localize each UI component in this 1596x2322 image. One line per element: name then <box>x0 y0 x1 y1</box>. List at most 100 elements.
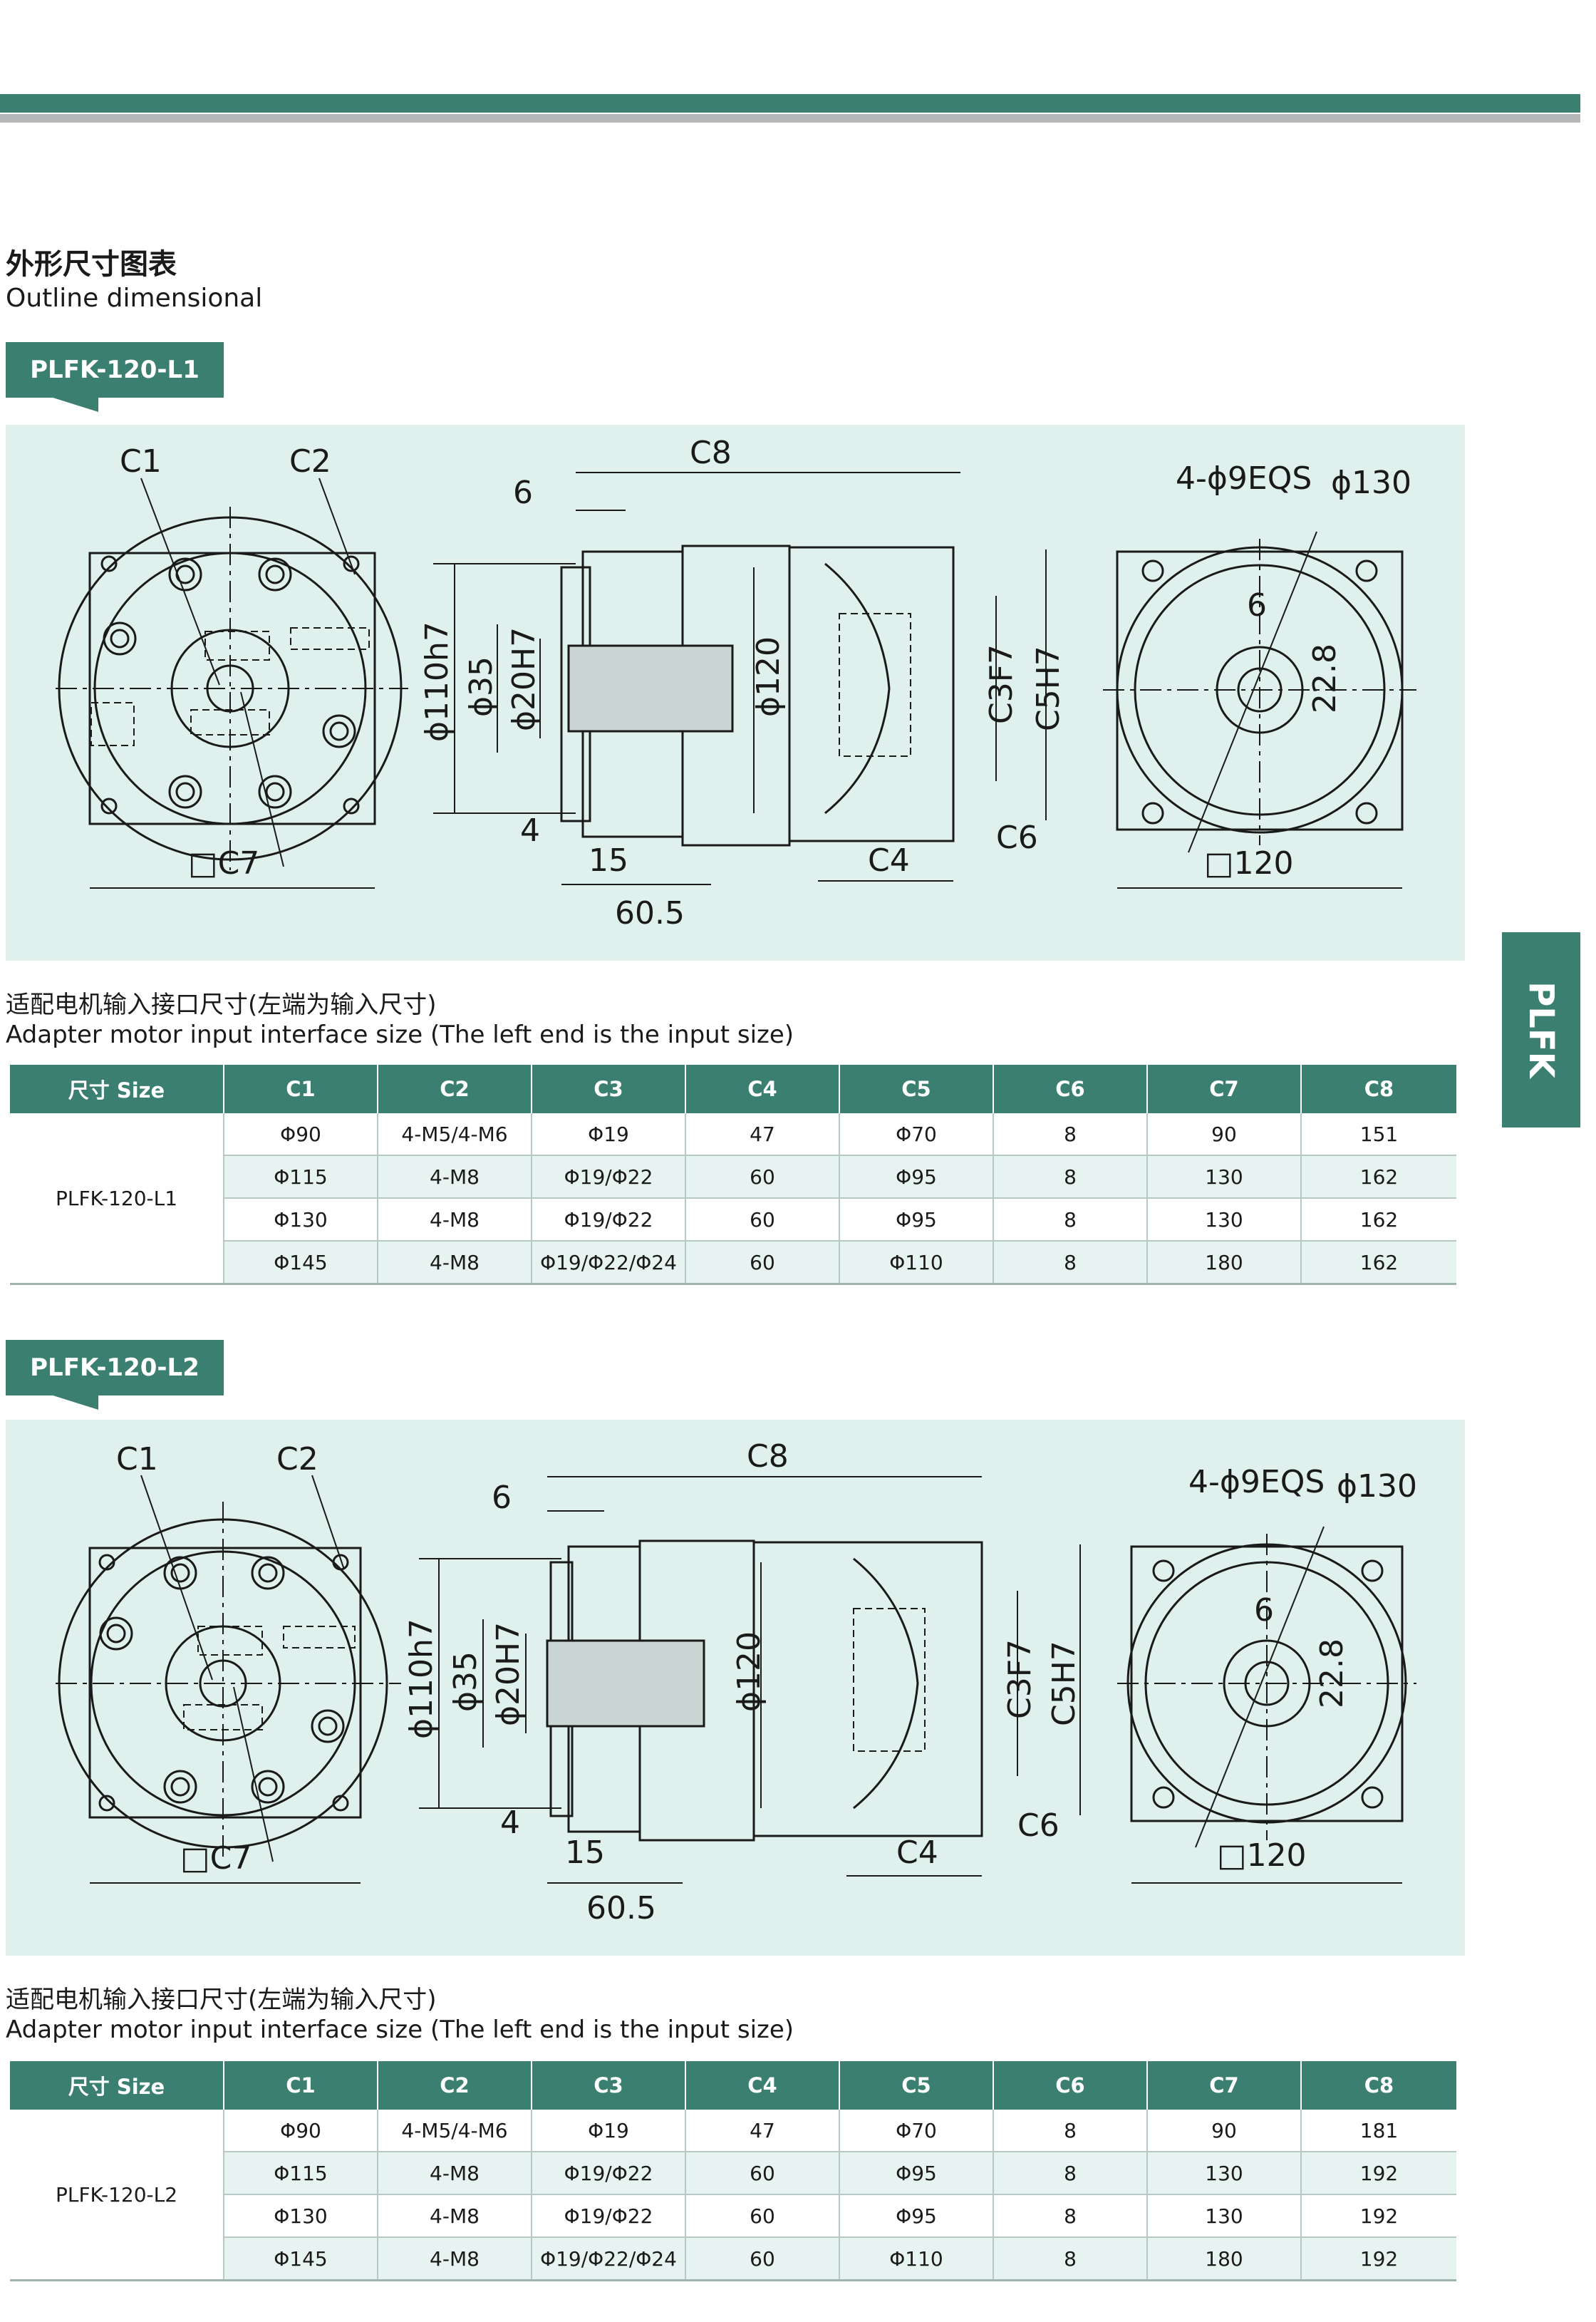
table-cell: Φ145 <box>224 1241 378 1285</box>
dim-c8: C8 <box>747 1438 789 1475</box>
table-row: PLFK-120-L2 Φ90 4-M5/4-M6 Φ19 47 Φ70 8 9… <box>10 2110 1456 2281</box>
table-cell: 8 <box>993 2110 1148 2152</box>
table-cell: 162 <box>1301 1155 1456 1199</box>
interface-caption-en: Adapter motor input interface size (The … <box>6 2016 794 2044</box>
side-tab[interactable]: PLFK <box>1502 932 1580 1128</box>
col-header-c5: C5 <box>839 2061 994 2110</box>
size-model-cell: PLFK-120-L2 <box>10 2110 224 2281</box>
table-cell: Φ110 <box>839 1241 994 1285</box>
table-cell: 162 <box>1301 1198 1456 1242</box>
table-cell: Φ110 <box>839 2237 994 2281</box>
dim-d20: ϕ20H7 <box>490 1622 527 1726</box>
table-cell: 4-M8 <box>378 1155 532 1199</box>
table-cell: Φ19/Φ22 <box>532 1198 686 1242</box>
size-model-cell: PLFK-120-L1 <box>10 1113 224 1285</box>
col-header-c8: C8 <box>1301 2061 1456 2110</box>
table-header-row: 尺寸 Size C1 C2 C3 C4 C5 C6 C7 C8 <box>10 2061 1456 2110</box>
table-cell: 4-M5/4-M6 <box>378 1113 532 1156</box>
interface-size-table: 尺寸 Size C1 C2 C3 C4 C5 C6 C7 C8 PLFK-120… <box>10 1065 1456 1285</box>
col-header-c7: C7 <box>1147 2061 1302 2110</box>
interface-caption-cn: 适配电机输入接口尺寸(左端为输入尺寸) <box>6 991 437 1019</box>
col-header-c1: C1 <box>224 1065 378 1113</box>
dim-c2: C2 <box>276 1441 318 1477</box>
input-flange-view <box>56 1475 401 1884</box>
table-cell: Φ19 <box>532 2110 686 2152</box>
table-cell: Φ130 <box>224 1198 378 1242</box>
dim-key-height: 22.8 <box>1314 1639 1350 1708</box>
table-cell: 130 <box>1147 1198 1302 1242</box>
table-cell: 192 <box>1301 2237 1456 2281</box>
table-cell: 60 <box>685 1241 840 1285</box>
dim-c7: □C7 <box>188 845 259 882</box>
col-header-size: 尺寸 Size <box>10 2061 224 2110</box>
table-cell: 4-M8 <box>378 2152 532 2195</box>
table-cell: 60 <box>685 1198 840 1242</box>
table-cell: 8 <box>993 2152 1148 2195</box>
col-header-c3: C3 <box>532 1065 686 1113</box>
model-tag: PLFK-120-L2 <box>6 1340 224 1410</box>
table-cell: 180 <box>1147 1241 1302 1285</box>
table-cell: Φ115 <box>224 1155 378 1199</box>
dim-c8: C8 <box>690 435 732 471</box>
dimension-labels: C1 C2 □C7 C8 6 ϕ110h7 ϕ35 ϕ20H7 ϕ120 C3F… <box>116 1438 1417 1926</box>
outline-drawing: C1 C2 □C7 C8 6 ϕ110h7 ϕ35 ϕ20H7 ϕ120 C3F… <box>56 435 1416 932</box>
dim-c3f7: C3F7 <box>1002 1639 1038 1719</box>
table-cell: 162 <box>1301 1241 1456 1285</box>
header-divider-bar <box>0 114 1580 123</box>
output-flange-view <box>1103 531 1416 889</box>
side-tab-label: PLFK <box>1521 981 1561 1078</box>
table-cell: 47 <box>685 1113 840 1156</box>
input-flange-view <box>56 478 408 889</box>
table-cell: Φ70 <box>839 1113 994 1156</box>
table-cell: 4-M8 <box>378 1241 532 1285</box>
outline-drawing-panel: C1 C2 □C7 C8 6 ϕ110h7 ϕ35 ϕ20H7 ϕ120 C3F… <box>6 425 1465 961</box>
col-header-c4: C4 <box>685 2061 840 2110</box>
table-cell: Φ95 <box>839 1155 994 1199</box>
dim-d110: ϕ110h7 <box>403 1619 440 1739</box>
gearbox-side-view <box>433 472 1047 885</box>
table-cell: 60 <box>685 2194 840 2238</box>
col-header-c6: C6 <box>993 2061 1148 2110</box>
dim-d130: ϕ130 <box>1331 465 1411 501</box>
dim-c6: C6 <box>996 820 1038 856</box>
table-cell: Φ145 <box>224 2237 378 2281</box>
col-header-c8: C8 <box>1301 1065 1456 1113</box>
dim-sq120: □120 <box>1204 845 1294 882</box>
dim-60-5: 60.5 <box>586 1890 656 1926</box>
dim-c6: C6 <box>1017 1807 1059 1844</box>
table-cell: 130 <box>1147 2152 1302 2195</box>
dimension-labels: C1 C2 □C7 C8 6 ϕ110h7 ϕ35 ϕ20H7 ϕ120 C3F… <box>120 435 1411 932</box>
table-cell: Φ19/Φ22/Φ24 <box>532 1241 686 1285</box>
table-cell: Φ90 <box>224 1113 378 1156</box>
table-cell: 151 <box>1301 1113 1456 1156</box>
table-cell: 47 <box>685 2110 840 2152</box>
table-cell: Φ19/Φ22 <box>532 1155 686 1199</box>
dim-15: 15 <box>565 1835 605 1871</box>
dim-c4: C4 <box>896 1835 938 1871</box>
dim-d120: ϕ120 <box>750 636 787 717</box>
dim-15: 15 <box>589 842 628 879</box>
dim-c1: C1 <box>116 1441 158 1477</box>
interface-caption-cn: 适配电机输入接口尺寸(左端为输入尺寸) <box>6 1986 437 2014</box>
table-cell: Φ95 <box>839 2194 994 2238</box>
dim-c7: □C7 <box>180 1840 252 1877</box>
dim-c1: C1 <box>120 443 162 480</box>
table-cell: Φ95 <box>839 1198 994 1242</box>
table-cell: Φ19/Φ22 <box>532 2194 686 2238</box>
dim-d20: ϕ20H7 <box>506 627 542 731</box>
table-cell: Φ95 <box>839 2152 994 2195</box>
table-cell: 192 <box>1301 2152 1456 2195</box>
table-cell: 181 <box>1301 2110 1456 2152</box>
table-cell: 4-M8 <box>378 2194 532 2238</box>
table-cell: Φ115 <box>224 2152 378 2195</box>
table-header-row: 尺寸 Size C1 C2 C3 C4 C5 C6 C7 C8 <box>10 1065 1456 1113</box>
table-cell: 60 <box>685 2152 840 2195</box>
table-cell: 8 <box>993 2237 1148 2281</box>
table-cell: 130 <box>1147 1155 1302 1199</box>
dim-60-5: 60.5 <box>615 895 685 932</box>
table-cell: 130 <box>1147 2194 1302 2238</box>
dim-c4: C4 <box>868 842 910 879</box>
table-cell: 8 <box>993 1241 1148 1285</box>
col-header-c4: C4 <box>685 1065 840 1113</box>
col-header-size: 尺寸 Size <box>10 1065 224 1113</box>
